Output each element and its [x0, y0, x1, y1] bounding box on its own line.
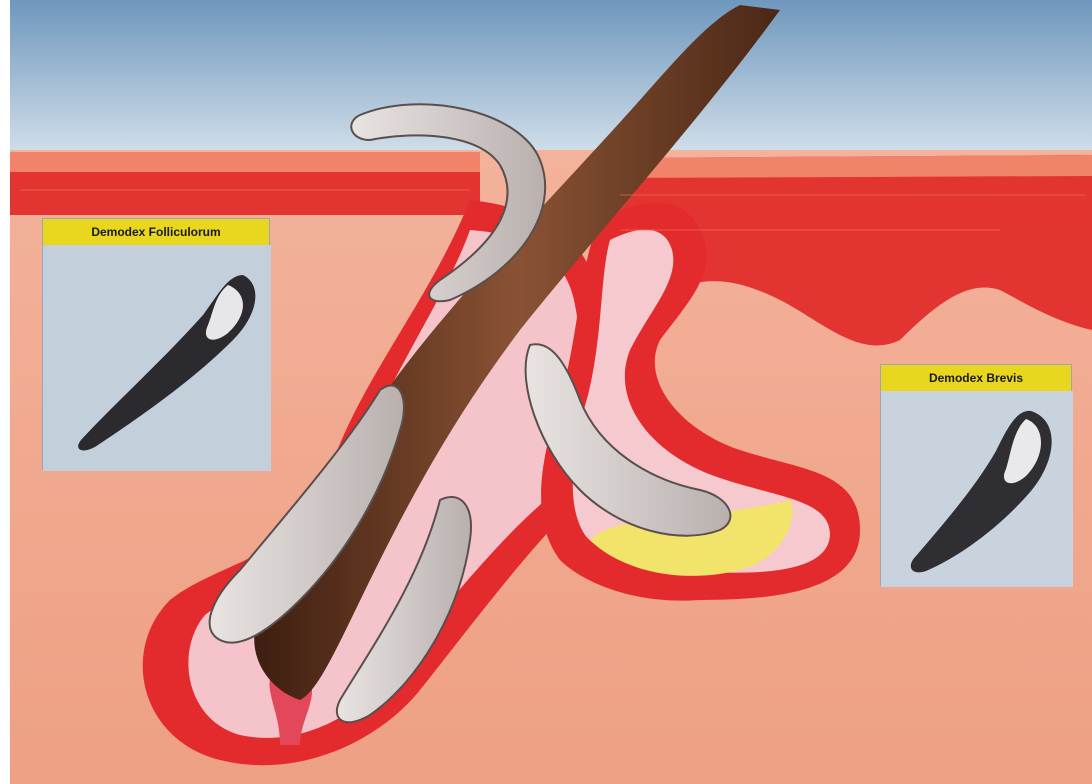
inset-demodex-folliculorum: Demodex Folliculorum	[42, 218, 270, 470]
micrograph-brevis	[881, 391, 1071, 585]
inset-demodex-brevis: Demodex Brevis	[880, 364, 1072, 586]
inset-label-brevis: Demodex Brevis	[881, 365, 1071, 391]
sky-background	[10, 0, 1092, 170]
micrograph-folliculorum	[43, 245, 269, 469]
inset-label-folliculorum: Demodex Folliculorum	[43, 219, 269, 245]
